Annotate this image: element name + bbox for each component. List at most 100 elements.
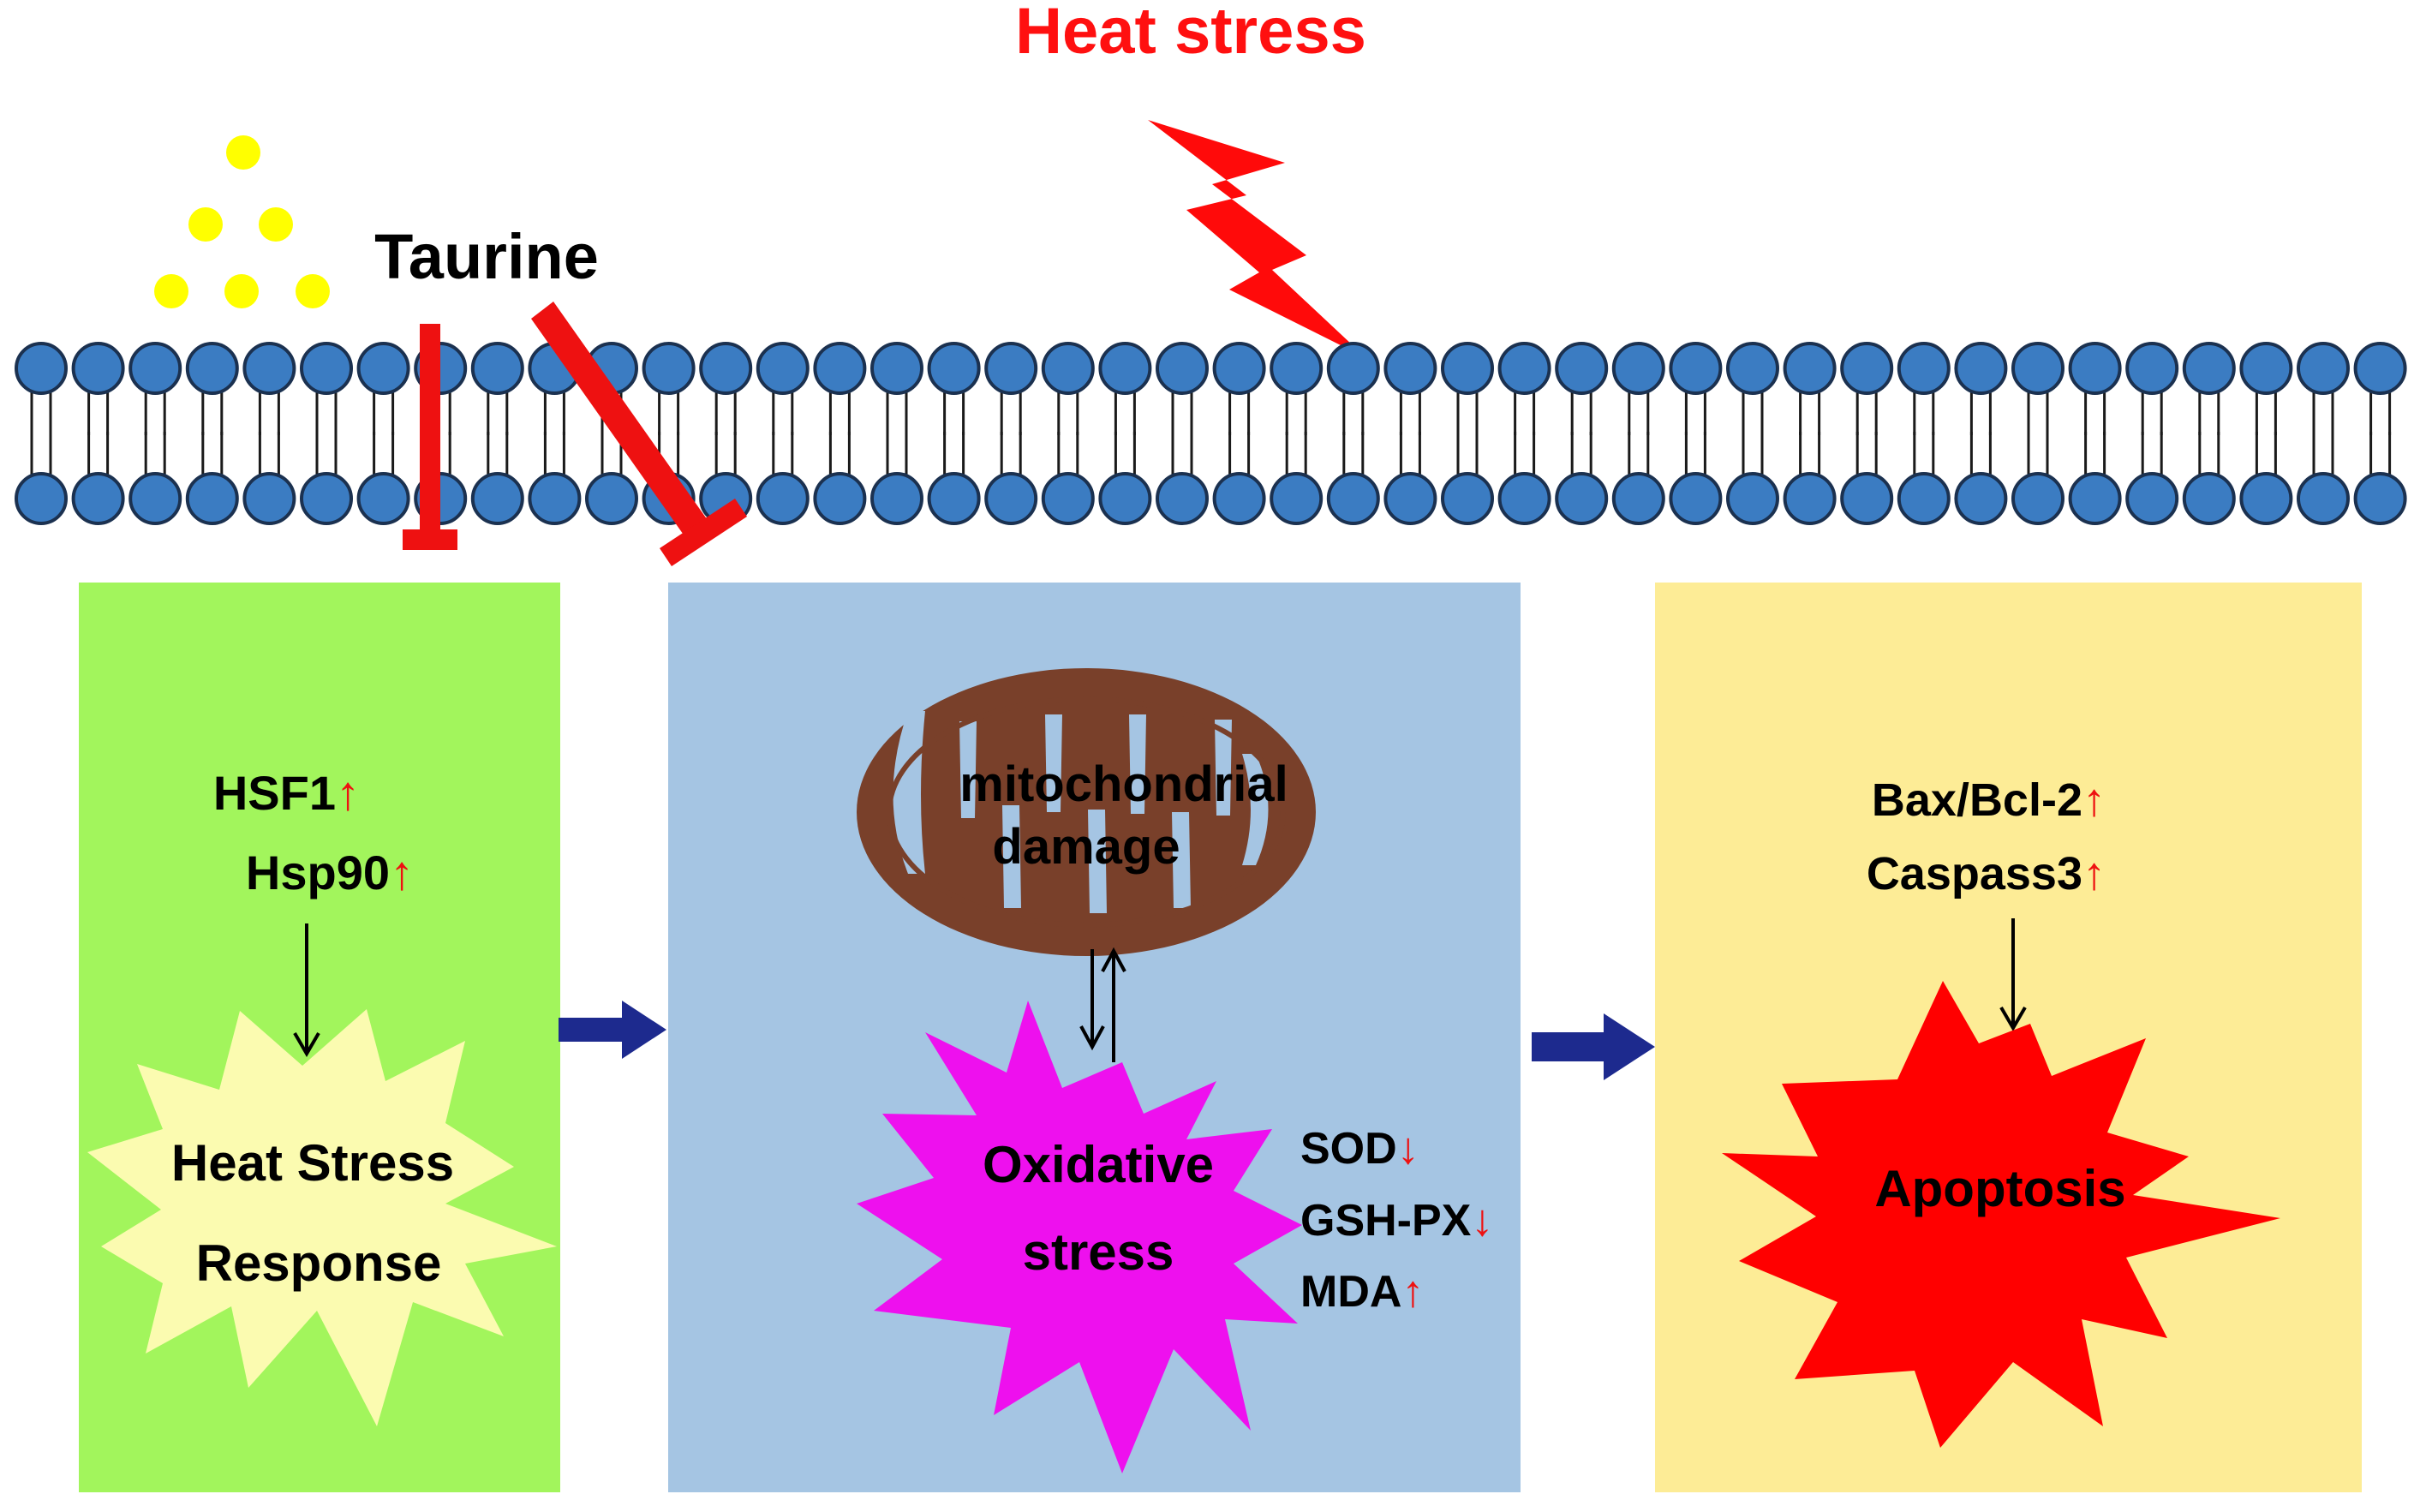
heat-stress-title: Heat stress — [1015, 0, 1366, 68]
lipid-head — [1840, 472, 1894, 525]
flow-arrow-right-icon — [1532, 1013, 1655, 1080]
marker-gsh-px-arrow: ↓ — [1471, 1196, 1493, 1246]
lipid-head — [300, 472, 353, 525]
lipid-head — [2125, 342, 2179, 395]
lipid-head — [699, 342, 753, 395]
svg-text:Bax/Bcl-2↑: Bax/Bcl-2↑ — [1872, 774, 2106, 826]
marker-caspass3-arrow: ↑ — [2082, 848, 2106, 899]
taurine-label: Taurine — [374, 221, 599, 292]
heat-stress-response-star — [87, 1009, 557, 1426]
lipid-head — [1098, 342, 1152, 395]
marker-sod-arrow: ↓ — [1397, 1124, 1419, 1174]
lipid-head — [1611, 342, 1665, 395]
lipid-head — [1041, 472, 1095, 525]
oxidative-stress-line2: stress — [1023, 1223, 1174, 1281]
lipid-head — [1326, 472, 1380, 525]
marker-hsp90: Hsp90 — [246, 846, 390, 899]
mito-oxidative-bidirectional-arrows-icon — [1079, 947, 1126, 1062]
marker-mda-arrow: ↑ — [1401, 1267, 1424, 1317]
taurine-inhibit-left-icon — [403, 324, 457, 550]
lipid-head — [2068, 342, 2122, 395]
marker-hsp90-arrow: ↑ — [390, 846, 414, 899]
lipid-head — [2182, 342, 2236, 395]
lipid-head — [1954, 472, 2008, 525]
lipid-head — [71, 472, 125, 525]
lipid-head — [128, 472, 182, 525]
lipid-head — [2297, 342, 2350, 395]
lipid-head — [1326, 342, 1380, 395]
lipid-head — [1497, 472, 1551, 525]
marker-bax-bcl2-arrow: ↑ — [2082, 774, 2106, 826]
heat-stress-response-line2: Response — [196, 1234, 442, 1292]
lipid-head — [2011, 472, 2064, 525]
lipid-head — [300, 342, 353, 395]
lipid-head — [242, 472, 296, 525]
marker-bax-bcl2: Bax/Bcl-2 — [1872, 774, 2082, 826]
lipid-head — [813, 472, 867, 525]
svg-text:Caspass3↑: Caspass3↑ — [1867, 848, 2106, 899]
lipid-head — [2353, 472, 2407, 525]
lipid-head — [2125, 472, 2179, 525]
taurine-molecules — [154, 135, 330, 308]
lipid-head — [927, 472, 981, 525]
lipid-head — [185, 342, 239, 395]
lipid-head — [1669, 472, 1723, 525]
lipid-head — [1041, 342, 1095, 395]
lipid-head — [2353, 342, 2407, 395]
right-down-arrow-icon — [1999, 918, 2027, 1031]
left-markers: HSF1↑ Hsp90↑ — [213, 766, 414, 899]
lipid-head — [1383, 342, 1437, 395]
lipid-head — [356, 342, 410, 395]
lipid-head — [1726, 472, 1779, 525]
lipid-head — [1783, 472, 1837, 525]
marker-hsf1-arrow: ↑ — [336, 766, 360, 820]
right-markers: Bax/Bcl-2↑ Caspass3↑ — [1867, 774, 2106, 899]
svg-text:HSF1↑: HSF1↑ — [213, 766, 360, 820]
lipid-head — [585, 472, 638, 525]
lipid-head — [470, 342, 524, 395]
mito-label-line2: damage — [992, 819, 1180, 875]
lipid-head — [15, 472, 68, 525]
lipid-head — [128, 342, 182, 395]
marker-hsf1: HSF1 — [213, 766, 336, 820]
svg-text:MDA↑: MDA↑ — [1300, 1267, 1424, 1317]
lipid-head — [1726, 342, 1779, 395]
mitochondrion-icon — [857, 668, 1316, 956]
lipid-head — [1098, 472, 1152, 525]
lipid-head — [1441, 342, 1494, 395]
lightning-bolt-icon — [1148, 120, 1366, 358]
lipid-head — [470, 472, 524, 525]
lipid-head — [984, 342, 1038, 395]
lipid-head — [1270, 472, 1324, 525]
lipid-head — [1212, 342, 1266, 395]
oxidative-markers: SOD↓ GSH-PX↓ MDA↑ — [1300, 1124, 1493, 1317]
lipid-head — [185, 472, 239, 525]
lipid-head — [2297, 472, 2350, 525]
svg-text:GSH-PX↓: GSH-PX↓ — [1300, 1196, 1493, 1246]
lipid-head — [1156, 342, 1209, 395]
lipid-head — [2068, 472, 2122, 525]
lipid-head — [528, 472, 582, 525]
lipid-head — [756, 342, 810, 395]
lipid-head — [1954, 342, 2008, 395]
lipid-head — [1441, 472, 1494, 525]
marker-mda: MDA — [1300, 1267, 1401, 1317]
svg-text:Hsp90↑: Hsp90↑ — [246, 846, 414, 899]
lipid-head — [1212, 472, 1266, 525]
lipid-head — [1783, 342, 1837, 395]
taurine-inhibit-middle-icon — [531, 302, 747, 566]
flow-arrow-left-icon — [559, 1001, 666, 1059]
lipid-head — [1897, 342, 1951, 395]
lipid-head — [1555, 342, 1609, 395]
marker-gsh-px: GSH-PX — [1300, 1196, 1472, 1246]
lipid-head — [756, 472, 810, 525]
cell-membrane — [15, 342, 2407, 525]
apoptosis-label: Apoptosis — [1874, 1160, 2125, 1217]
lipid-head — [2182, 472, 2236, 525]
lipid-head — [927, 342, 981, 395]
lipid-head — [2239, 472, 2293, 525]
lipid-head — [984, 472, 1038, 525]
lipid-head — [1156, 472, 1209, 525]
